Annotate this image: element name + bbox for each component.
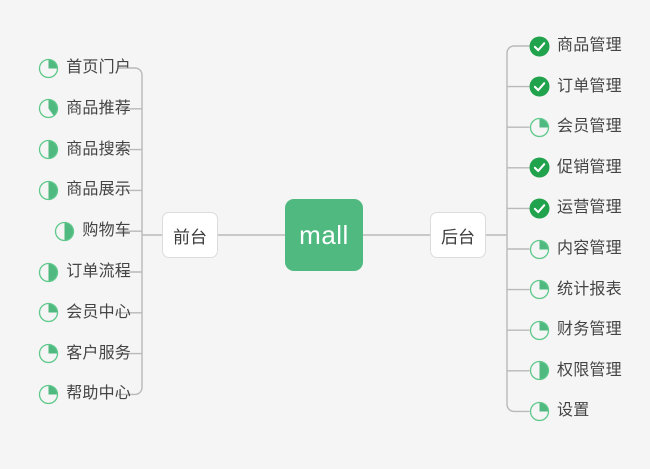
progress-pie-icon: [529, 117, 550, 138]
progress-pie-icon: [54, 221, 75, 242]
leaf-item[interactable]: 商品展示: [38, 177, 131, 203]
leaf-item[interactable]: 运营管理: [529, 195, 622, 221]
check-circle-icon: [529, 198, 550, 219]
leaf-item-label: 会员中心: [66, 303, 131, 321]
leaf-item[interactable]: 会员管理: [529, 114, 622, 140]
leaf-item[interactable]: 财务管理: [529, 317, 622, 343]
leaf-item-label: 订单管理: [557, 77, 622, 95]
leaf-item-label: 设置: [557, 402, 590, 420]
leaf-item-label: 首页门户: [66, 59, 131, 76]
node-root-label: mall: [299, 219, 349, 250]
leaf-item[interactable]: 促销管理: [529, 155, 622, 181]
leaf-item-label: 财务管理: [557, 321, 622, 339]
leaf-item[interactable]: 商品管理: [529, 33, 622, 59]
leaf-item[interactable]: 订单流程: [38, 259, 131, 285]
leaf-item[interactable]: 首页门户: [38, 55, 131, 81]
check-circle-icon: [529, 76, 550, 97]
progress-pie-icon: [38, 139, 59, 160]
check-circle-icon: [529, 157, 550, 178]
leaf-item-label: 商品展示: [66, 181, 131, 199]
leaf-item-label: 促销管理: [557, 158, 622, 176]
leaf-item-label: 商品管理: [557, 37, 622, 54]
leaf-item-label: 购物车: [82, 222, 131, 240]
leaf-item-label: 商品搜索: [66, 140, 131, 158]
node-backend[interactable]: 后台: [430, 212, 486, 258]
progress-pie-icon: [529, 279, 550, 300]
leaf-item[interactable]: 购物车: [54, 218, 131, 244]
progress-pie-icon: [529, 401, 550, 422]
leaf-item-label: 内容管理: [557, 240, 622, 257]
progress-pie-icon: [38, 98, 59, 119]
leaf-item-label: 运营管理: [557, 199, 622, 217]
leaf-item-label: 订单流程: [66, 263, 131, 280]
leaf-item[interactable]: 设置: [529, 398, 589, 424]
leaf-item[interactable]: 商品搜索: [38, 137, 131, 163]
leaf-item-label: 客户服务: [66, 344, 131, 362]
leaf-item-label: 商品推荐: [66, 99, 131, 117]
progress-pie-icon: [529, 320, 550, 341]
leaf-item-label: 统计报表: [557, 280, 622, 298]
progress-pie-icon: [38, 343, 59, 364]
node-frontend[interactable]: 前台: [162, 212, 218, 258]
leaf-item[interactable]: 客户服务: [38, 341, 131, 367]
progress-pie-icon: [38, 180, 59, 201]
node-root-mall[interactable]: mall: [285, 199, 363, 271]
leaf-item[interactable]: 内容管理: [529, 236, 622, 262]
leaf-item[interactable]: 订单管理: [529, 74, 622, 100]
check-circle-icon: [529, 36, 550, 57]
leaf-item-label: 权限管理: [557, 361, 622, 379]
leaf-item[interactable]: 商品推荐: [38, 96, 131, 122]
progress-pie-icon: [38, 262, 59, 283]
progress-pie-icon: [38, 302, 59, 323]
leaf-item-label: 会员管理: [557, 118, 622, 136]
node-backend-label: 后台: [441, 227, 475, 247]
leaf-item[interactable]: 统计报表: [529, 277, 622, 303]
leaf-item[interactable]: 会员中心: [38, 300, 131, 326]
node-frontend-label: 前台: [173, 227, 207, 247]
progress-pie-icon: [38, 58, 59, 79]
progress-pie-icon: [529, 360, 550, 381]
leaf-item[interactable]: 权限管理: [529, 358, 622, 384]
leaf-item[interactable]: 帮助中心: [38, 381, 131, 407]
progress-pie-icon: [38, 384, 59, 405]
progress-pie-icon: [529, 239, 550, 260]
leaf-item-label: 帮助中心: [66, 385, 131, 403]
